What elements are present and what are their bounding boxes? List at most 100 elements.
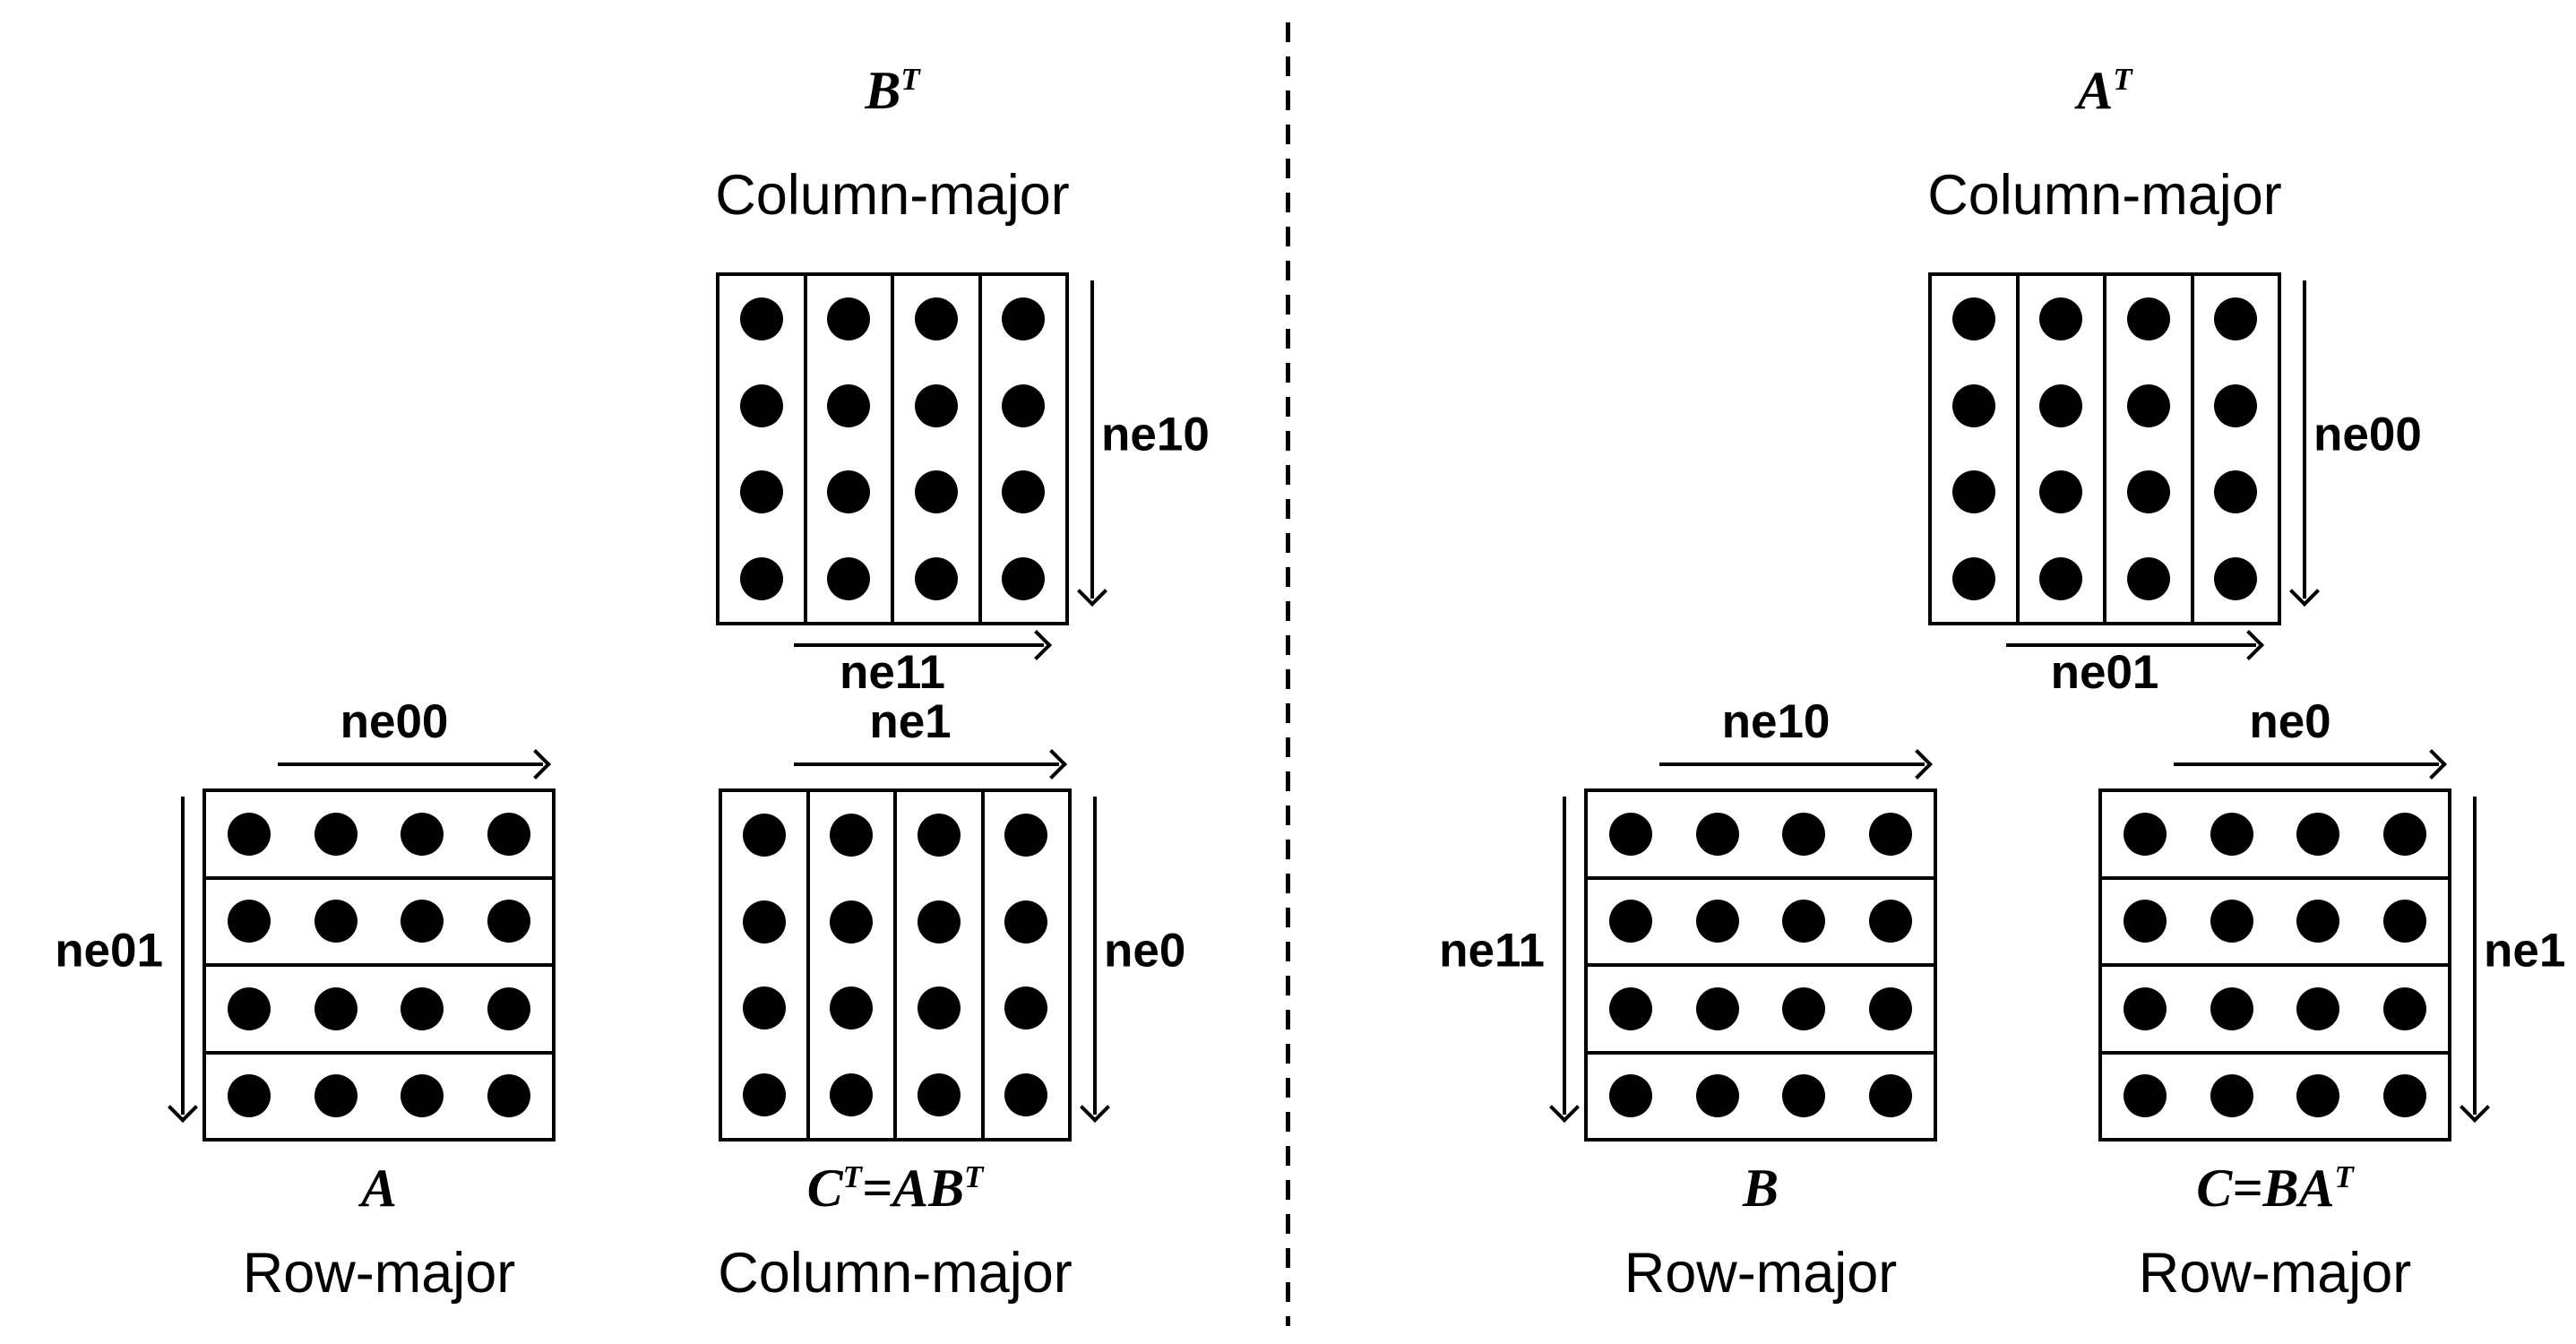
element-dot [827,556,871,600]
matrix-column [985,792,1069,1138]
matrix-grid [202,788,556,1142]
element-dot [1609,986,1653,1030]
matrix-column [719,276,807,622]
caption: B Row-major [1624,1161,1898,1302]
element-dot [1004,814,1048,857]
matrix-title: BT [715,64,1070,117]
element-dot [917,1073,961,1116]
matrix-grid [719,788,1072,1142]
matrix-column [897,792,985,1138]
down-arrow [168,797,198,1123]
matrix-grid [2098,788,2451,1142]
matrix-column [810,792,897,1138]
matrix-layout-label: Row-major [2138,1242,2412,1305]
matrix-column [807,276,894,622]
arrowhead [2234,630,2264,660]
caption: CT=ABT Column-major [718,1161,1073,1302]
ne-label: ne10 [1721,695,1831,748]
superscript: T [964,1159,984,1194]
element-dot [1609,812,1653,856]
matrix-row [2102,792,2448,880]
element-dot [2126,297,2170,341]
element-dot [914,556,958,600]
element-dot [2296,812,2340,856]
element-dot [2296,900,2340,943]
element-dot [487,1074,530,1118]
math-text: A [2077,61,2114,120]
arrowhead [168,1092,198,1123]
math-text: C=BA [2196,1159,2335,1218]
element-dot [742,900,786,943]
matrix-block-b: B Row-major ne10 ne11 [1439,698,1937,1302]
element-dot [1695,1074,1739,1118]
matrix-block-c: C=BAT Row-major ne0 ne1 [2098,698,2565,1302]
matrix-row [2102,967,2448,1055]
element-dot [2210,900,2253,943]
ne-label: ne00 [340,695,449,748]
superscript: T [842,1159,862,1194]
matrix-row [206,792,552,880]
element-dot [314,812,358,856]
element-dot [2126,383,2170,427]
element-dot [228,812,271,856]
math-text: B [865,61,901,120]
element-dot [401,1074,444,1118]
element-dot [2296,986,2340,1030]
matrix-title: A [243,1161,516,1215]
matrix-column [2194,276,2279,622]
element-dot [2124,986,2167,1030]
right-arrow [278,749,551,780]
matrix-layout-label: Row-major [242,1242,516,1305]
matrix-column [2020,276,2106,622]
right-arrow [1659,749,1933,780]
down-arrow [1549,797,1580,1123]
ne-label: ne00 [2313,408,2422,461]
element-dot [827,383,871,427]
down-arrow [1080,797,1110,1123]
element-dot [1868,986,1912,1030]
matrix-row [206,1055,552,1139]
element-dot [2210,1074,2253,1118]
matrix-grid [716,272,1069,625]
element-dot [1782,1074,1826,1118]
element-dot [1695,900,1739,943]
element-dot [739,383,783,427]
element-dot [2382,1074,2426,1118]
arrowhead [2289,576,2320,607]
element-dot [1695,986,1739,1030]
matrix-grid [1928,272,2281,625]
math-text: C [806,1159,843,1218]
right-arrow [794,749,1067,780]
element-dot [228,1074,271,1118]
matrix-layout-label: Column-major [715,164,1070,227]
arrowhead [1077,576,1107,607]
element-dot [314,986,358,1030]
element-dot [1951,297,1995,341]
right-arrow [2006,630,2264,660]
ne-label: ne0 [2249,695,2331,748]
element-dot [830,1073,874,1116]
arrowhead [1037,749,1067,780]
element-dot [487,900,530,943]
element-dot [1002,556,1046,600]
element-dot [914,297,958,341]
element-dot [742,1073,786,1116]
matrix-row [206,967,552,1055]
element-dot [2124,900,2167,943]
matrix-block-a-transpose: AT Column-major ne00 ne01 [1927,64,2422,696]
ne-label: ne1 [2484,924,2566,978]
element-dot [1951,470,1995,514]
element-dot [1002,470,1046,514]
element-dot [917,986,961,1030]
ne-label: ne01 [2050,646,2159,699]
element-dot [1609,1074,1653,1118]
element-dot [1695,812,1739,856]
caption: A Row-major [243,1161,516,1302]
element-dot [1002,383,1046,427]
matrix-layout-label: Row-major [1624,1242,1898,1305]
matrix-row [2102,880,2448,967]
element-dot [2210,986,2253,1030]
matrix-title: B [1624,1161,1898,1215]
element-dot [401,900,444,943]
ne-label: ne11 [840,646,945,699]
